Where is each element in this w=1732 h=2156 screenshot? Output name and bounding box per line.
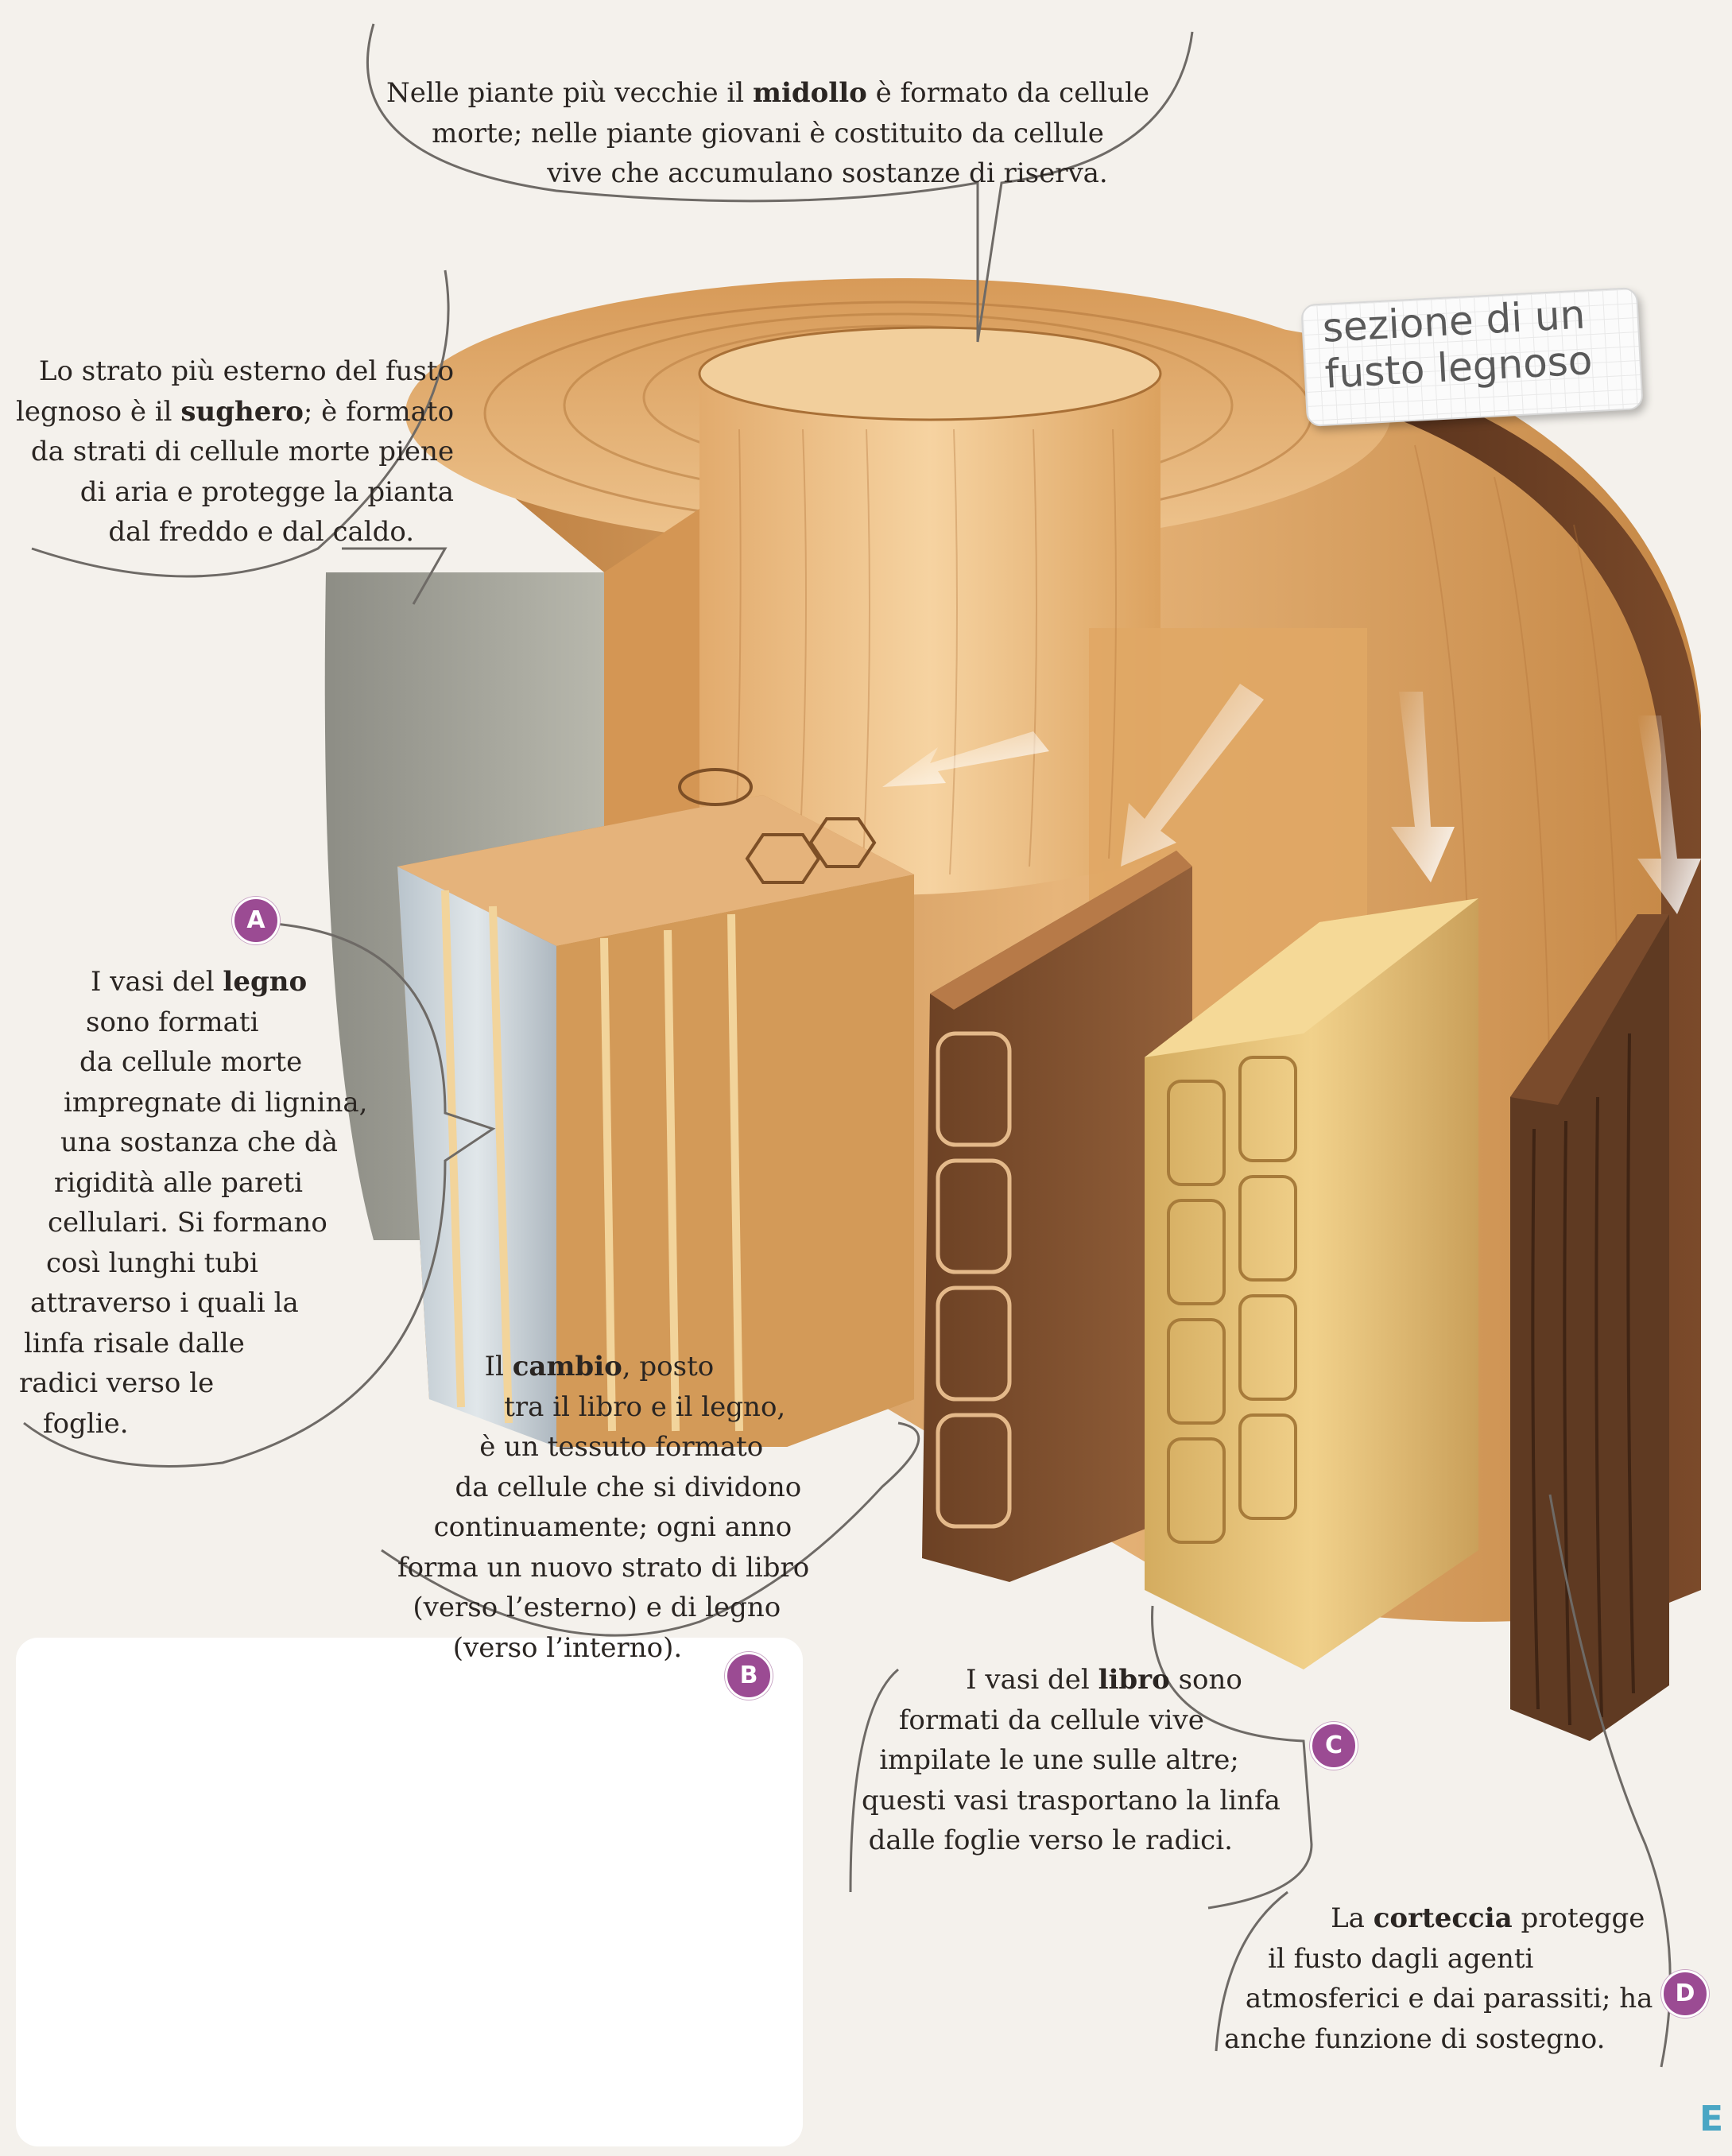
term-sughero: sughero xyxy=(180,395,304,428)
arrow-to-cambium xyxy=(882,731,1049,787)
callout-line: Lo strato più esterno del fusto xyxy=(38,355,455,387)
arrow-to-cambium-2 xyxy=(1121,684,1264,867)
callout-line: legnoso è il sughero; è formato xyxy=(16,395,455,428)
callout-line: da cellule morte xyxy=(79,1046,303,1078)
callout-line: tra il libro e il legno, xyxy=(504,1390,786,1423)
callout-line: atmosferici e dai parassiti; ha xyxy=(1245,1983,1653,2014)
callout-line: radici verso le xyxy=(19,1367,215,1399)
callout-line: da strati di cellule morte piene xyxy=(30,436,455,467)
callout-line: attraverso i quali la xyxy=(30,1287,299,1319)
phloem-block xyxy=(1145,898,1478,1669)
callout-line: I vasi del libro sono xyxy=(966,1664,1242,1696)
callout-line: da cellule che si dividono xyxy=(455,1471,802,1503)
callout-sughero: Lo strato più esterno del fusto legnoso … xyxy=(16,351,454,553)
callout-line: rigidità alle pareti xyxy=(54,1166,304,1199)
callout-line: impilate le une sulle altre; xyxy=(879,1744,1239,1776)
badge-c: C xyxy=(1310,1722,1358,1770)
callout-line: Nelle piante più vecchie il midollo è fo… xyxy=(386,77,1149,109)
callout-line: vive che accumulano sostanze di riserva. xyxy=(547,157,1108,189)
arrow-to-phloem xyxy=(1391,692,1455,882)
pith-top xyxy=(698,326,1162,421)
callout-line: linfa risale dalle xyxy=(24,1327,245,1359)
callout-libro: I vasi del libro sono formati da cellule… xyxy=(862,1660,1281,1861)
callout-line: foglie. xyxy=(43,1407,129,1440)
term-legno: legno xyxy=(223,966,308,998)
callout-line: questi vasi trasportano la linfa xyxy=(862,1784,1281,1817)
xylem-block xyxy=(397,768,914,1447)
term-corteccia: corteccia xyxy=(1373,1902,1513,1934)
cambium-block xyxy=(922,851,1192,1582)
callout-line: (verso l’esterno) e di legno xyxy=(413,1592,781,1623)
callout-line: forma un nuovo strato di libro xyxy=(397,1551,810,1584)
callout-line: morte; nelle piante giovani è costituito… xyxy=(432,117,1104,149)
callout-line: di aria e protegge la pianta xyxy=(79,475,455,508)
callout-line: dalle foglie verso le radici. xyxy=(868,1824,1233,1856)
callout-line: La corteccia protegge xyxy=(1331,1902,1645,1934)
callout-line: Il cambio, posto xyxy=(484,1351,715,1382)
callout-line: (verso l’interno). xyxy=(452,1631,683,1664)
badge-a: A xyxy=(232,897,280,944)
edge-letter: E xyxy=(1699,2099,1724,2139)
term-midollo: midollo xyxy=(752,77,867,109)
callout-line: impregnate di lignina, xyxy=(64,1086,368,1119)
callout-line: il fusto dagli agenti xyxy=(1268,1942,1534,1975)
callout-line: I vasi del legno xyxy=(91,966,308,998)
callout-corteccia: La corteccia protegge il fusto dagli age… xyxy=(1224,1898,1653,2059)
term-libro: libro xyxy=(1098,1664,1170,1696)
callout-line: sono formati xyxy=(86,1006,259,1038)
badge-d: D xyxy=(1661,1970,1709,2018)
callout-line: formati da cellule vive xyxy=(898,1704,1204,1736)
callout-line: cellulari. Si formano xyxy=(48,1207,327,1239)
callout-midollo: Nelle piante più vecchie il midollo è fo… xyxy=(386,73,1149,194)
pith-cylinder xyxy=(699,374,1160,895)
callout-legno: I vasi del legno sono formati da cellule… xyxy=(19,962,367,1444)
badge-b: B xyxy=(725,1652,773,1700)
callout-line: dal freddo e dal caldo. xyxy=(108,516,415,548)
callout-line: così lunghi tubi xyxy=(46,1247,258,1279)
callout-line: è un tessuto formato xyxy=(479,1431,764,1463)
callout-line: una sostanza che dà xyxy=(60,1126,338,1158)
blank-panel xyxy=(16,1638,803,2146)
callout-line: anche funzione di sostegno. xyxy=(1224,2022,1606,2055)
bark-block xyxy=(1510,914,1669,1741)
callout-line: continuamente; ogni anno xyxy=(433,1511,792,1543)
arrow-to-bark xyxy=(1637,715,1701,914)
bubble-outlines xyxy=(23,23,1672,2068)
callout-cambio: Il cambio, posto tra il libro e il legno… xyxy=(397,1347,809,1668)
title-tag: sezione di un fusto legnoso xyxy=(1300,287,1644,427)
term-cambio: cambio xyxy=(512,1351,622,1382)
